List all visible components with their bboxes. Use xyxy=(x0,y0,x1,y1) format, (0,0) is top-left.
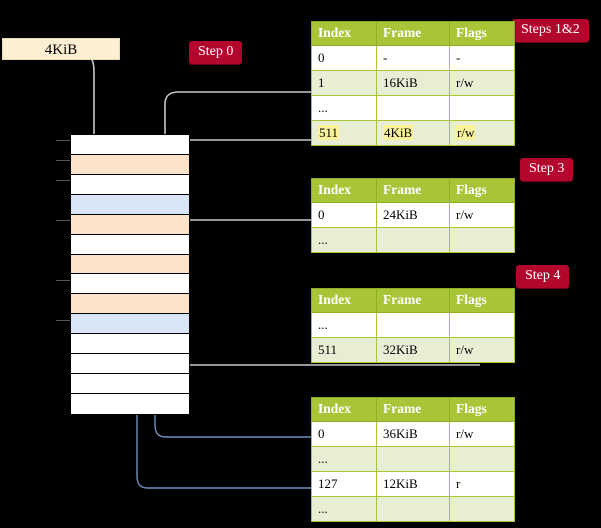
table-cell-flags: r/w xyxy=(449,202,515,228)
memory-frame-row xyxy=(71,374,189,394)
table-row: 0-- xyxy=(311,45,515,71)
table-cell-index: 0 xyxy=(311,202,377,228)
table-cell-index: 511 xyxy=(311,120,377,146)
column-header-flags: Flags xyxy=(449,288,515,313)
highlighted-value: 4KiB xyxy=(383,124,414,140)
memory-frame-row xyxy=(71,154,189,175)
memory-frame-row xyxy=(71,174,189,195)
table-cell-frame: 12KiB xyxy=(376,471,450,497)
table-cell-index: 511 xyxy=(311,337,377,363)
step-chip-step-0: Step 0 xyxy=(189,41,243,64)
memory-frame-row xyxy=(71,214,189,235)
memory-frame-row xyxy=(71,294,189,315)
column-header-frame: Frame xyxy=(376,288,450,313)
column-header-frame: Frame xyxy=(376,21,450,46)
table-row: ... xyxy=(311,496,515,522)
table-cell-flags xyxy=(449,227,515,253)
table-cell-frame: 32KiB xyxy=(376,337,450,363)
table-cell-flags: r/w xyxy=(449,120,515,146)
callout-4kib: 4KiB xyxy=(2,38,120,60)
table-cell-index: ... xyxy=(311,312,377,338)
step-chip-steps-1-2: Steps 1&2 xyxy=(512,19,589,42)
table-cell-frame: 24KiB xyxy=(376,202,450,228)
table-row: ... xyxy=(311,95,515,121)
memory-frame-row xyxy=(71,354,189,375)
table-cell-frame xyxy=(376,312,450,338)
table-cell-index: 0 xyxy=(311,421,377,447)
column-header-index: Index xyxy=(311,288,377,313)
table-row: ... xyxy=(311,312,515,338)
memory-tick xyxy=(56,280,70,281)
table-cell-index: ... xyxy=(311,446,377,472)
memory-frame-row xyxy=(71,334,189,355)
table-cell-index: ... xyxy=(311,496,377,522)
memory-frame-row xyxy=(71,314,189,335)
table-row: ... xyxy=(311,446,515,472)
table-cell-index: ... xyxy=(311,95,377,121)
table-cell-flags: r/w xyxy=(449,337,515,363)
table-row: 511 4KiB r/w xyxy=(311,120,515,146)
column-header-flags: Flags xyxy=(449,178,515,203)
table-cell-flags: r/w xyxy=(449,421,515,447)
memory-frame-row xyxy=(71,135,189,155)
column-header-index: Index xyxy=(311,397,377,422)
table-cell-frame xyxy=(376,496,450,522)
memory-tick xyxy=(56,140,70,141)
table-cell-flags xyxy=(449,446,515,472)
table-cell-index: 0 xyxy=(311,45,377,71)
memory-frame-row xyxy=(71,194,189,215)
step-chip-step-4: Step 4 xyxy=(516,265,570,288)
table-cell-flags: r xyxy=(449,471,515,497)
table-cell-frame: 36KiB xyxy=(376,421,450,447)
memory-frame-row xyxy=(71,393,189,414)
table-cell-flags xyxy=(449,312,515,338)
highlighted-value: r/w xyxy=(456,124,476,140)
column-header-frame: Frame xyxy=(376,178,450,203)
table-cell-flags xyxy=(449,95,515,121)
physical-memory-column xyxy=(70,134,190,415)
step-chip-step-3: Step 3 xyxy=(520,158,574,181)
memory-frame-row xyxy=(71,254,189,275)
table-cell-index: 127 xyxy=(311,471,377,497)
table-cell-index: ... xyxy=(311,227,377,253)
column-header-index: Index xyxy=(311,21,377,46)
table-cell-index: 1 xyxy=(311,70,377,96)
table-cell-frame xyxy=(376,95,450,121)
column-header-flags: Flags xyxy=(449,21,515,46)
column-header-flags: Flags xyxy=(449,397,515,422)
table-cell-flags: r/w xyxy=(449,70,515,96)
table-cell-frame: 4KiB xyxy=(376,120,450,146)
memory-frame-row xyxy=(71,274,189,295)
highlighted-value: 511 xyxy=(318,124,340,140)
table-cell-frame: - xyxy=(376,45,450,71)
table-cell-frame xyxy=(376,227,450,253)
memory-tick xyxy=(56,320,70,321)
column-header-frame: Frame xyxy=(376,397,450,422)
memory-tick xyxy=(56,160,70,161)
table-cell-frame xyxy=(376,446,450,472)
memory-tick xyxy=(56,180,70,181)
table-cell-frame: 16KiB xyxy=(376,70,450,96)
memory-tick xyxy=(56,220,70,221)
memory-frame-row xyxy=(71,234,189,255)
table-row: ... xyxy=(311,227,515,253)
column-header-index: Index xyxy=(311,178,377,203)
table-cell-flags xyxy=(449,496,515,522)
table-cell-flags: - xyxy=(449,45,515,71)
